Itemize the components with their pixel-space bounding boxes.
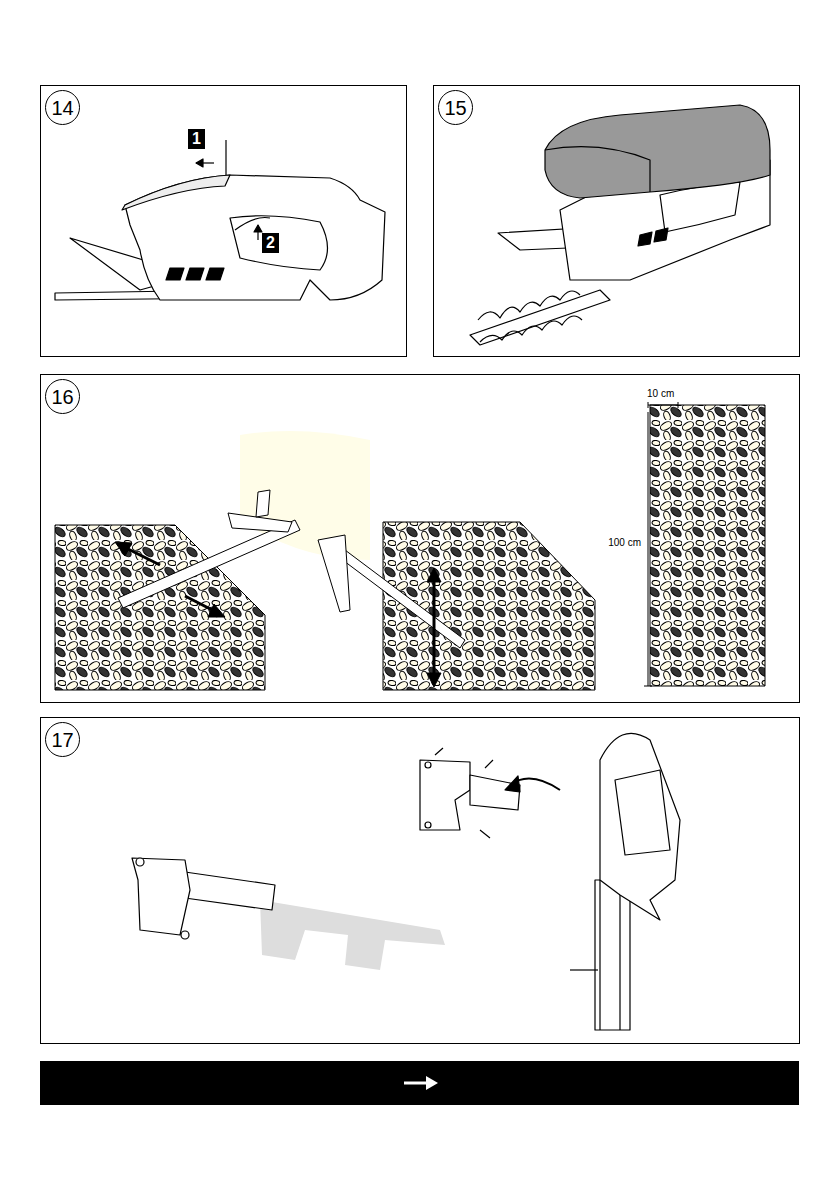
node-text: 15 <box>444 98 466 118</box>
callout-number: 1 <box>188 129 205 149</box>
callout-number: 2 <box>262 233 279 253</box>
figure-number: 14 <box>45 90 80 125</box>
node-text: 2 <box>266 235 275 251</box>
dimension-label: 10 cm <box>646 388 675 399</box>
dimension-label: 100 cm <box>607 537 642 548</box>
node-text: 1 <box>192 131 201 147</box>
figure-number: 15 <box>438 90 473 125</box>
figure-number: 17 <box>45 722 80 757</box>
figure-number: 16 <box>45 379 80 414</box>
node-text: 17 <box>51 730 73 750</box>
node-text: 16 <box>51 387 73 407</box>
node-text: 14 <box>51 98 73 118</box>
